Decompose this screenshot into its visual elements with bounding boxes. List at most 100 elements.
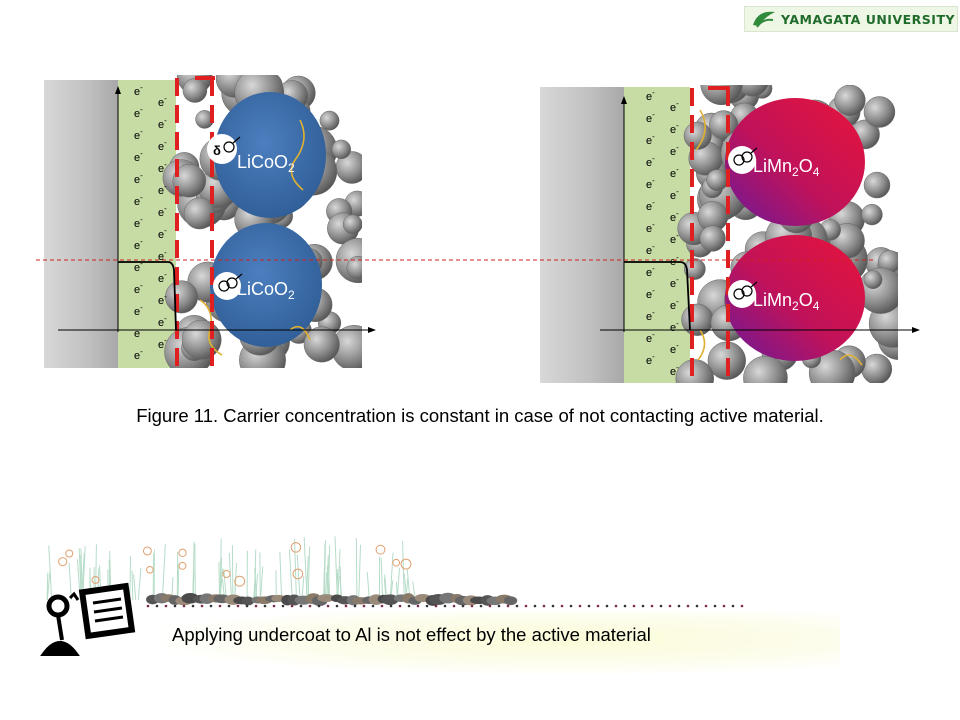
electron-symbol: e- [646, 308, 655, 323]
dot [578, 604, 582, 608]
carbon-particle [303, 326, 340, 363]
dot [470, 604, 474, 608]
dot [632, 604, 636, 608]
carbon-particle [172, 163, 207, 198]
carbon-particle [182, 78, 208, 103]
grass-blade [296, 554, 301, 601]
dot [173, 604, 177, 608]
carbon-particle [863, 96, 896, 128]
flower [178, 561, 187, 570]
electron-symbol: e- [670, 341, 679, 356]
electron-symbol: e- [670, 319, 679, 334]
electron-symbol: e- [670, 165, 679, 180]
grass-blade [219, 538, 222, 601]
dot [353, 604, 357, 608]
dot [650, 604, 654, 608]
dot [641, 604, 645, 608]
electron-symbol: e- [646, 330, 655, 345]
electron-symbol: e- [646, 286, 655, 301]
electron-symbol: e- [646, 154, 655, 169]
electron-symbol: e- [158, 138, 167, 153]
pebble [503, 596, 518, 606]
flower [290, 542, 302, 553]
carbon-particle [709, 110, 739, 140]
electron-symbol: e- [158, 204, 167, 219]
flower [142, 546, 152, 556]
carbon-particle [346, 255, 362, 280]
dot [362, 604, 366, 608]
grass-blade [389, 552, 394, 601]
grass-blade [234, 562, 237, 601]
dot [443, 604, 447, 608]
carbon-particle [700, 85, 743, 106]
dot [686, 604, 690, 608]
dot [506, 604, 510, 608]
x-axis-arrow-right [912, 327, 920, 333]
dot [533, 604, 537, 608]
grass-blade [366, 571, 370, 601]
aluminum-collector [44, 80, 118, 368]
electron-symbol: e- [158, 248, 167, 263]
grass-blade [355, 538, 358, 601]
pebble [317, 594, 335, 603]
dot [722, 604, 726, 608]
electron-symbol: e- [158, 94, 167, 109]
carbon-particle [861, 203, 883, 226]
dot [731, 604, 735, 608]
undercoat-layer [118, 80, 176, 368]
dot [434, 604, 438, 608]
grass-blade [228, 552, 232, 601]
electron-symbol: e- [646, 220, 655, 235]
electron-symbol: e- [134, 83, 143, 98]
carbon-particle [863, 171, 891, 199]
dot [704, 604, 708, 608]
y-axis-arrow-right [621, 96, 627, 104]
contact-point-lower-left [213, 272, 243, 300]
x-axis-arrow-left [368, 327, 376, 333]
presenter-board-icon [40, 582, 136, 656]
electron-symbol: e- [670, 297, 679, 312]
dot [668, 604, 672, 608]
grass-blade [137, 567, 142, 601]
licoo2-label-upper: LiCoO2 [237, 152, 295, 175]
electron-symbol: e- [670, 275, 679, 290]
svg-text:δ: δ [213, 143, 221, 158]
dot [308, 604, 312, 608]
electron-symbol: e- [158, 182, 167, 197]
grass-blade [327, 559, 331, 601]
electron-symbol: e- [134, 303, 143, 318]
grass-blade [48, 545, 53, 601]
dot [614, 604, 618, 608]
dot [209, 604, 213, 608]
flower [222, 569, 231, 579]
dot [524, 604, 528, 608]
dot [299, 604, 303, 608]
dot [461, 604, 465, 608]
dot [416, 604, 420, 608]
carbon-particle [183, 197, 216, 230]
carbon-particle [706, 169, 729, 191]
dot [290, 604, 294, 608]
carbon-particle [861, 353, 893, 383]
flower [234, 575, 246, 587]
dot [281, 604, 285, 608]
flower [375, 544, 386, 555]
dot [659, 604, 663, 608]
carbon-particle [319, 110, 340, 131]
grass-blade [161, 543, 166, 601]
carbon-particle [331, 139, 351, 159]
dot [452, 604, 456, 608]
dot [389, 604, 393, 608]
university-name: YAMAGATA UNIVERSITY [781, 11, 956, 27]
carbon-particle [683, 258, 706, 280]
electron-symbol: e- [670, 99, 679, 114]
dot [317, 604, 321, 608]
dot [479, 604, 483, 608]
dot [569, 604, 573, 608]
flower [392, 558, 401, 567]
dotted-line-decoration [146, 604, 744, 608]
dot [191, 604, 195, 608]
electron-symbol: e- [646, 88, 655, 103]
dot [155, 604, 159, 608]
